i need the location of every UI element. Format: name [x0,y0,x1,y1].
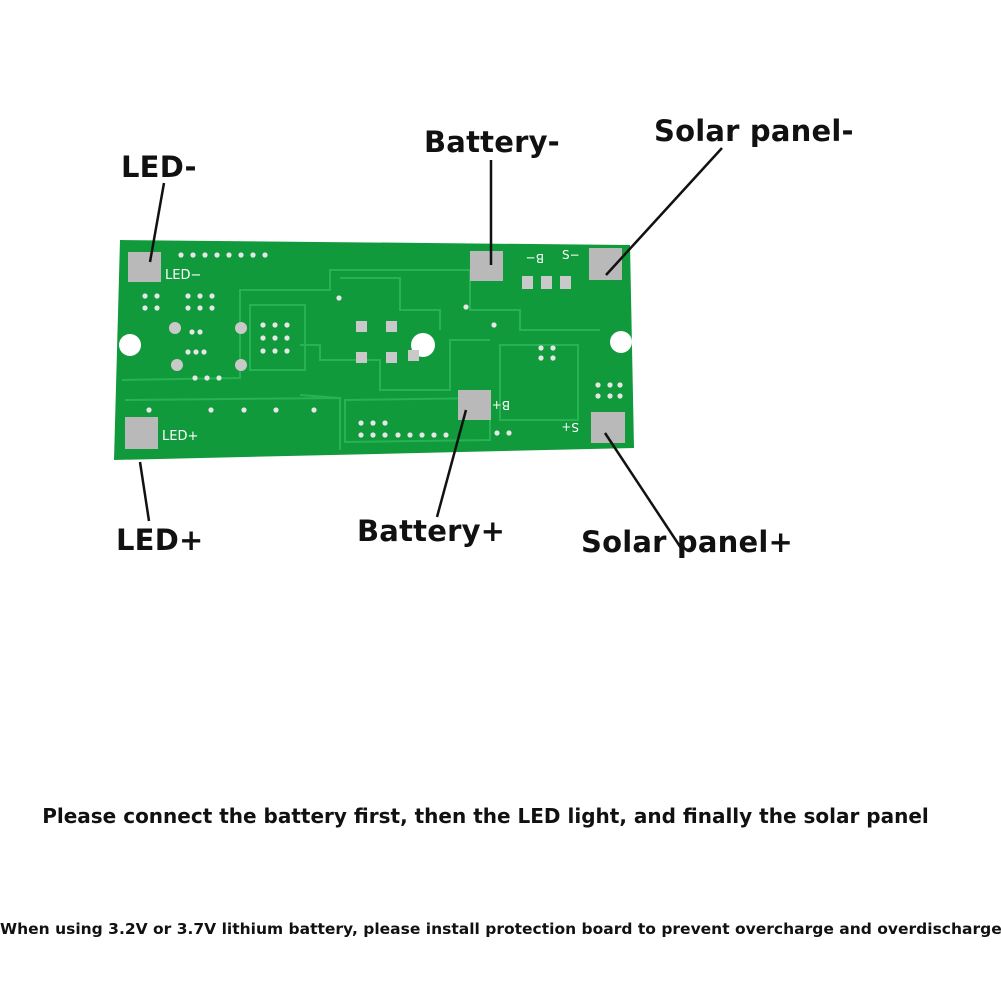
silk-led-minus: LED− [165,268,201,283]
pad-battery-minus [470,251,503,281]
silk-b-plus: B+ [492,398,510,412]
silk-s-plus: S+ [561,420,579,434]
copper-traces [121,269,600,450]
callout-solar-plus: Solar panel+ [581,525,793,559]
callout-battery-minus: Battery- [424,125,560,159]
leader-lines [138,147,723,549]
pad-battery-plus [458,390,491,420]
silk-b-minus: B− [526,251,544,265]
silk-s-minus: S− [562,248,580,262]
pad-led-minus [128,252,161,282]
pad-led-plus [125,417,158,449]
callout-solar-minus: Solar panel- [654,114,854,148]
mounting-hole-right [610,331,632,353]
connection-order-note: Please connect the battery first, then t… [42,804,929,828]
lithium-warning-note: When using 3.2V or 3.7V lithium battery,… [0,920,1001,938]
vias [142,252,623,438]
callout-led-minus: LED- [121,150,197,184]
callout-led-plus: LED+ [116,523,204,557]
component-pads [169,276,571,371]
silk-led-plus: LED+ [162,429,198,444]
mounting-hole-left [119,334,141,356]
callout-battery-plus: Battery+ [357,514,506,548]
pcb-board [114,240,634,460]
